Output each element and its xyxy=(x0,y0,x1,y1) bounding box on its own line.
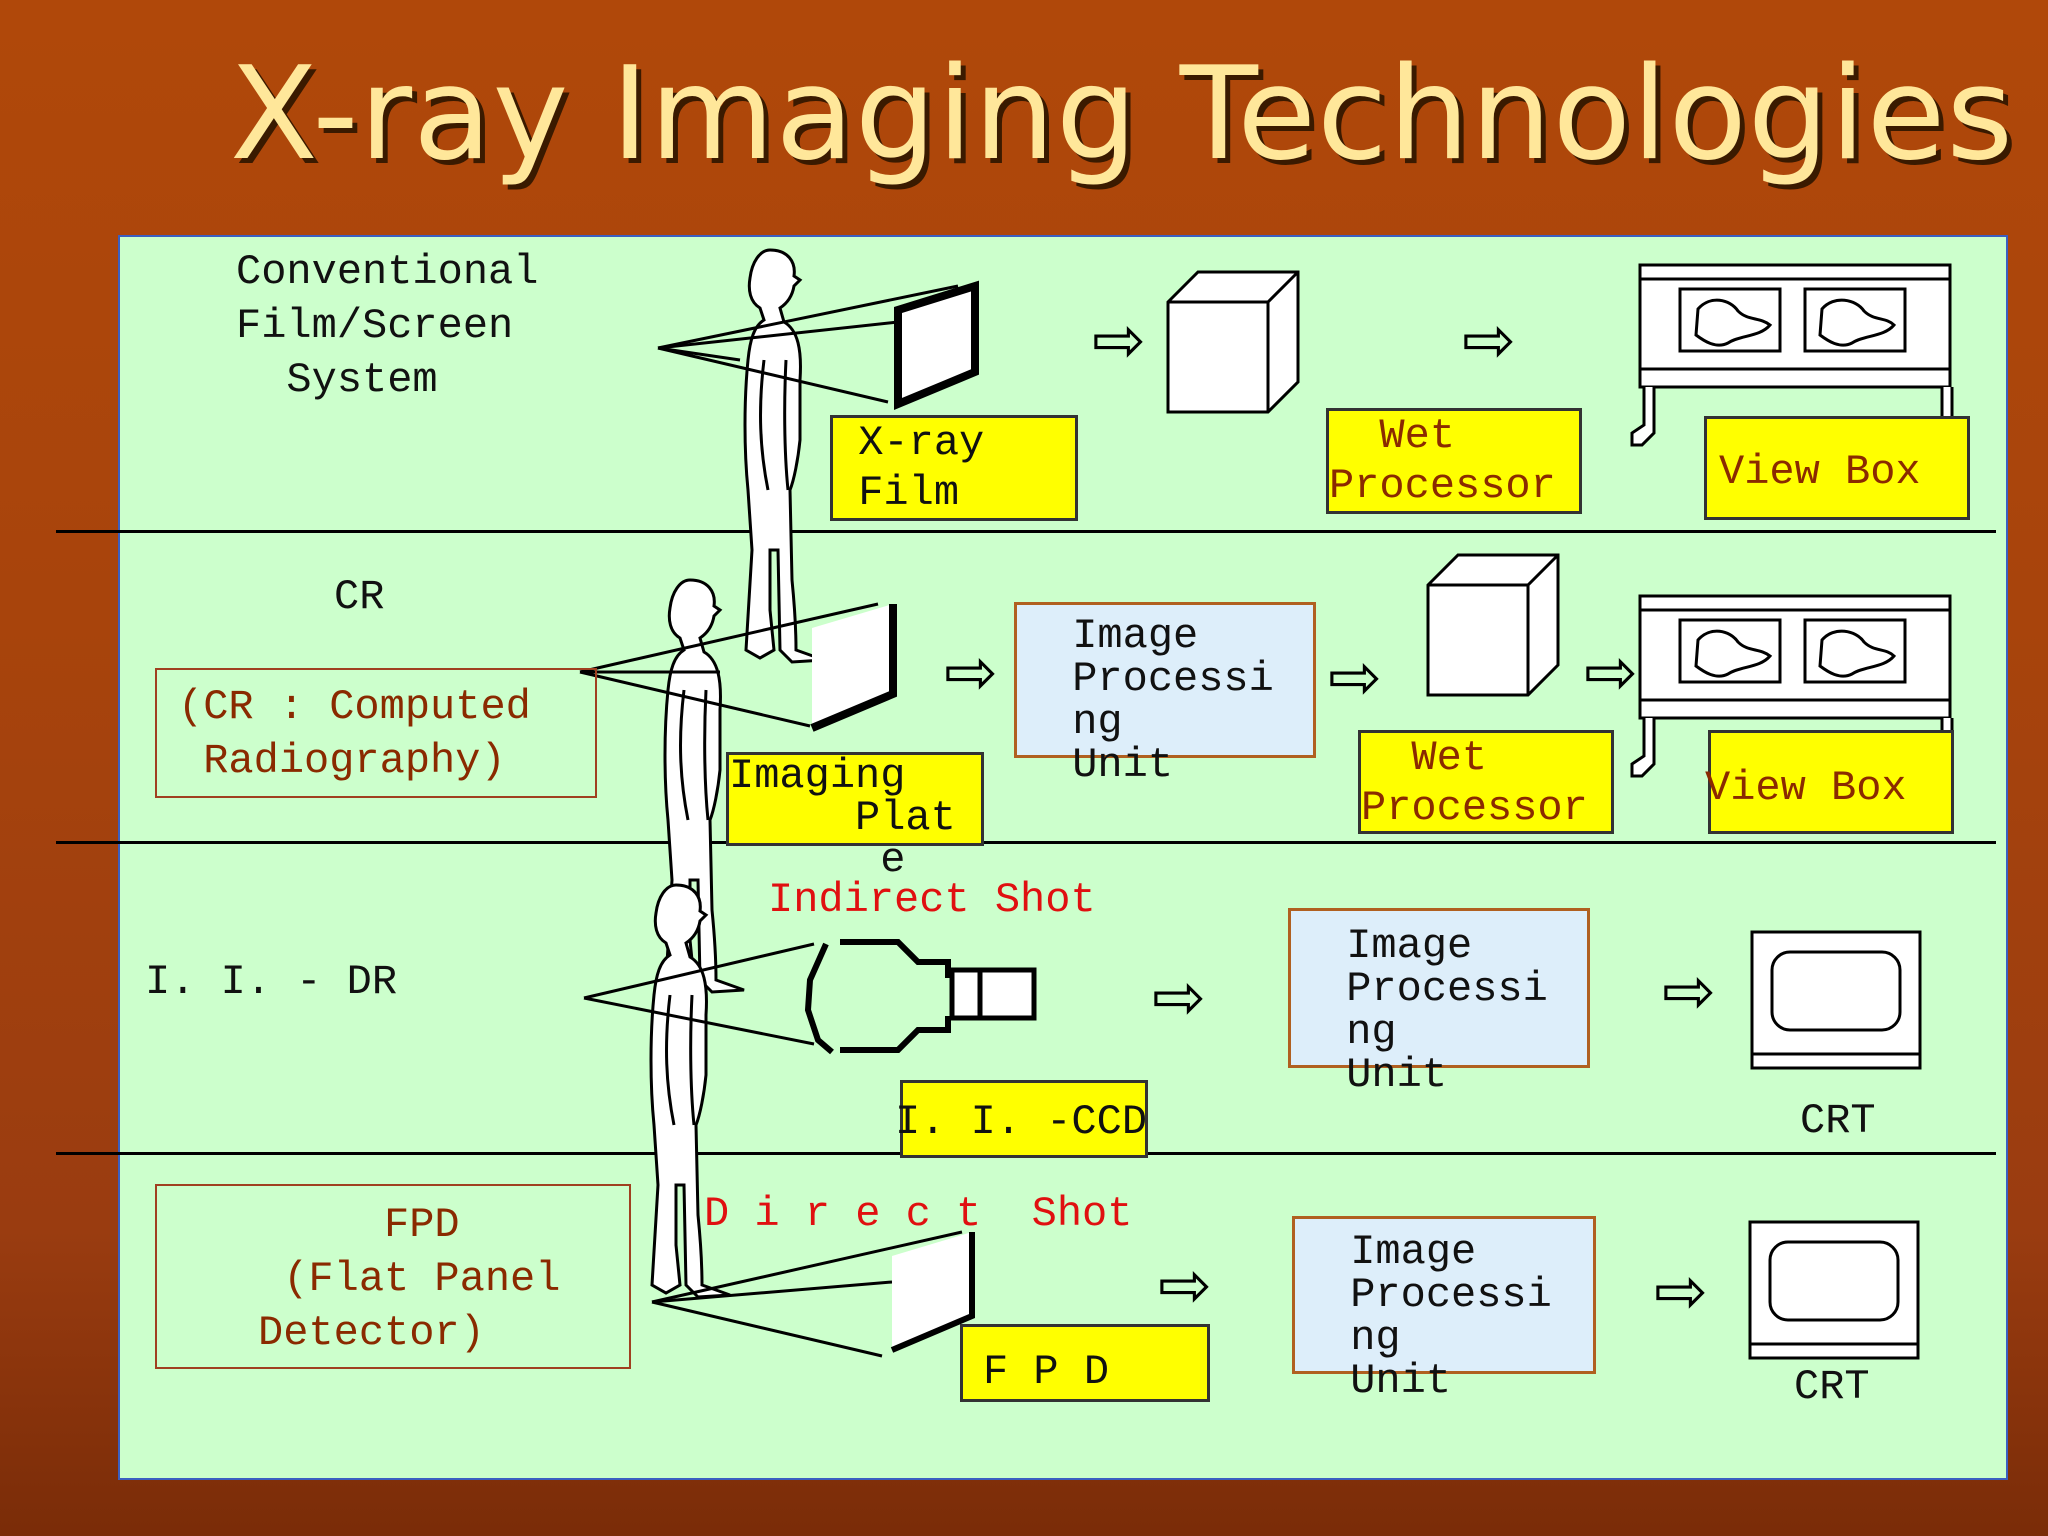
arrow-right-icon: ⇨ xyxy=(944,636,998,710)
direct-shot-label: D i r e c t Shot xyxy=(704,1190,1133,1238)
row-divider xyxy=(56,530,1996,533)
crt-label: CRT xyxy=(1794,1363,1870,1411)
arrow-right-icon: ⇨ xyxy=(1152,961,1206,1035)
fpd-description: FPD (Flat Panel Detector) xyxy=(258,1201,561,1357)
cr-description-box xyxy=(155,668,597,798)
cr-description: (CR : Computed Radiography) xyxy=(178,683,531,785)
fpd-box: F P D xyxy=(960,1324,1210,1402)
arrow-right-icon: ⇨ xyxy=(1328,641,1382,715)
wet-processor-box: Wet Processor xyxy=(1326,408,1582,514)
arrow-right-icon: ⇨ xyxy=(1654,1255,1708,1329)
image-processing-unit: Image Processi ng Unit xyxy=(1014,602,1316,787)
conventional-system-label: Conventional Film/Screen System xyxy=(236,248,539,404)
view-box-box: View Box xyxy=(1704,416,1970,520)
image-processing-unit: Image Processi ng Unit xyxy=(1292,1216,1596,1403)
crt-label: CRT xyxy=(1800,1097,1876,1145)
wet-processor-box: Wet Processor xyxy=(1358,730,1614,834)
arrow-right-icon: ⇨ xyxy=(1092,304,1146,378)
arrow-right-icon: ⇨ xyxy=(1462,304,1516,378)
image-processing-unit: Image Processi ng Unit xyxy=(1288,908,1590,1097)
indirect-shot-label: Indirect Shot xyxy=(768,876,1096,924)
fpd-description-box xyxy=(155,1184,631,1369)
ii-ccd-box: I. I. -CCD xyxy=(895,1080,1148,1158)
cr-label: CR xyxy=(334,573,385,621)
imaging-plate-box: Imaging Plat e xyxy=(726,752,984,881)
arrow-right-icon: ⇨ xyxy=(1158,1249,1212,1323)
arrow-right-icon: ⇨ xyxy=(1662,955,1716,1029)
slide-title: X-ray Imaging Technologies xyxy=(230,40,2014,189)
ii-dr-label: I. I. - DR xyxy=(145,958,398,1006)
view-box-box: View Box xyxy=(1705,730,1954,834)
xray-film-box: X-ray Film xyxy=(830,415,1078,521)
arrow-right-icon: ⇨ xyxy=(1584,636,1638,710)
row-divider xyxy=(56,841,1996,844)
